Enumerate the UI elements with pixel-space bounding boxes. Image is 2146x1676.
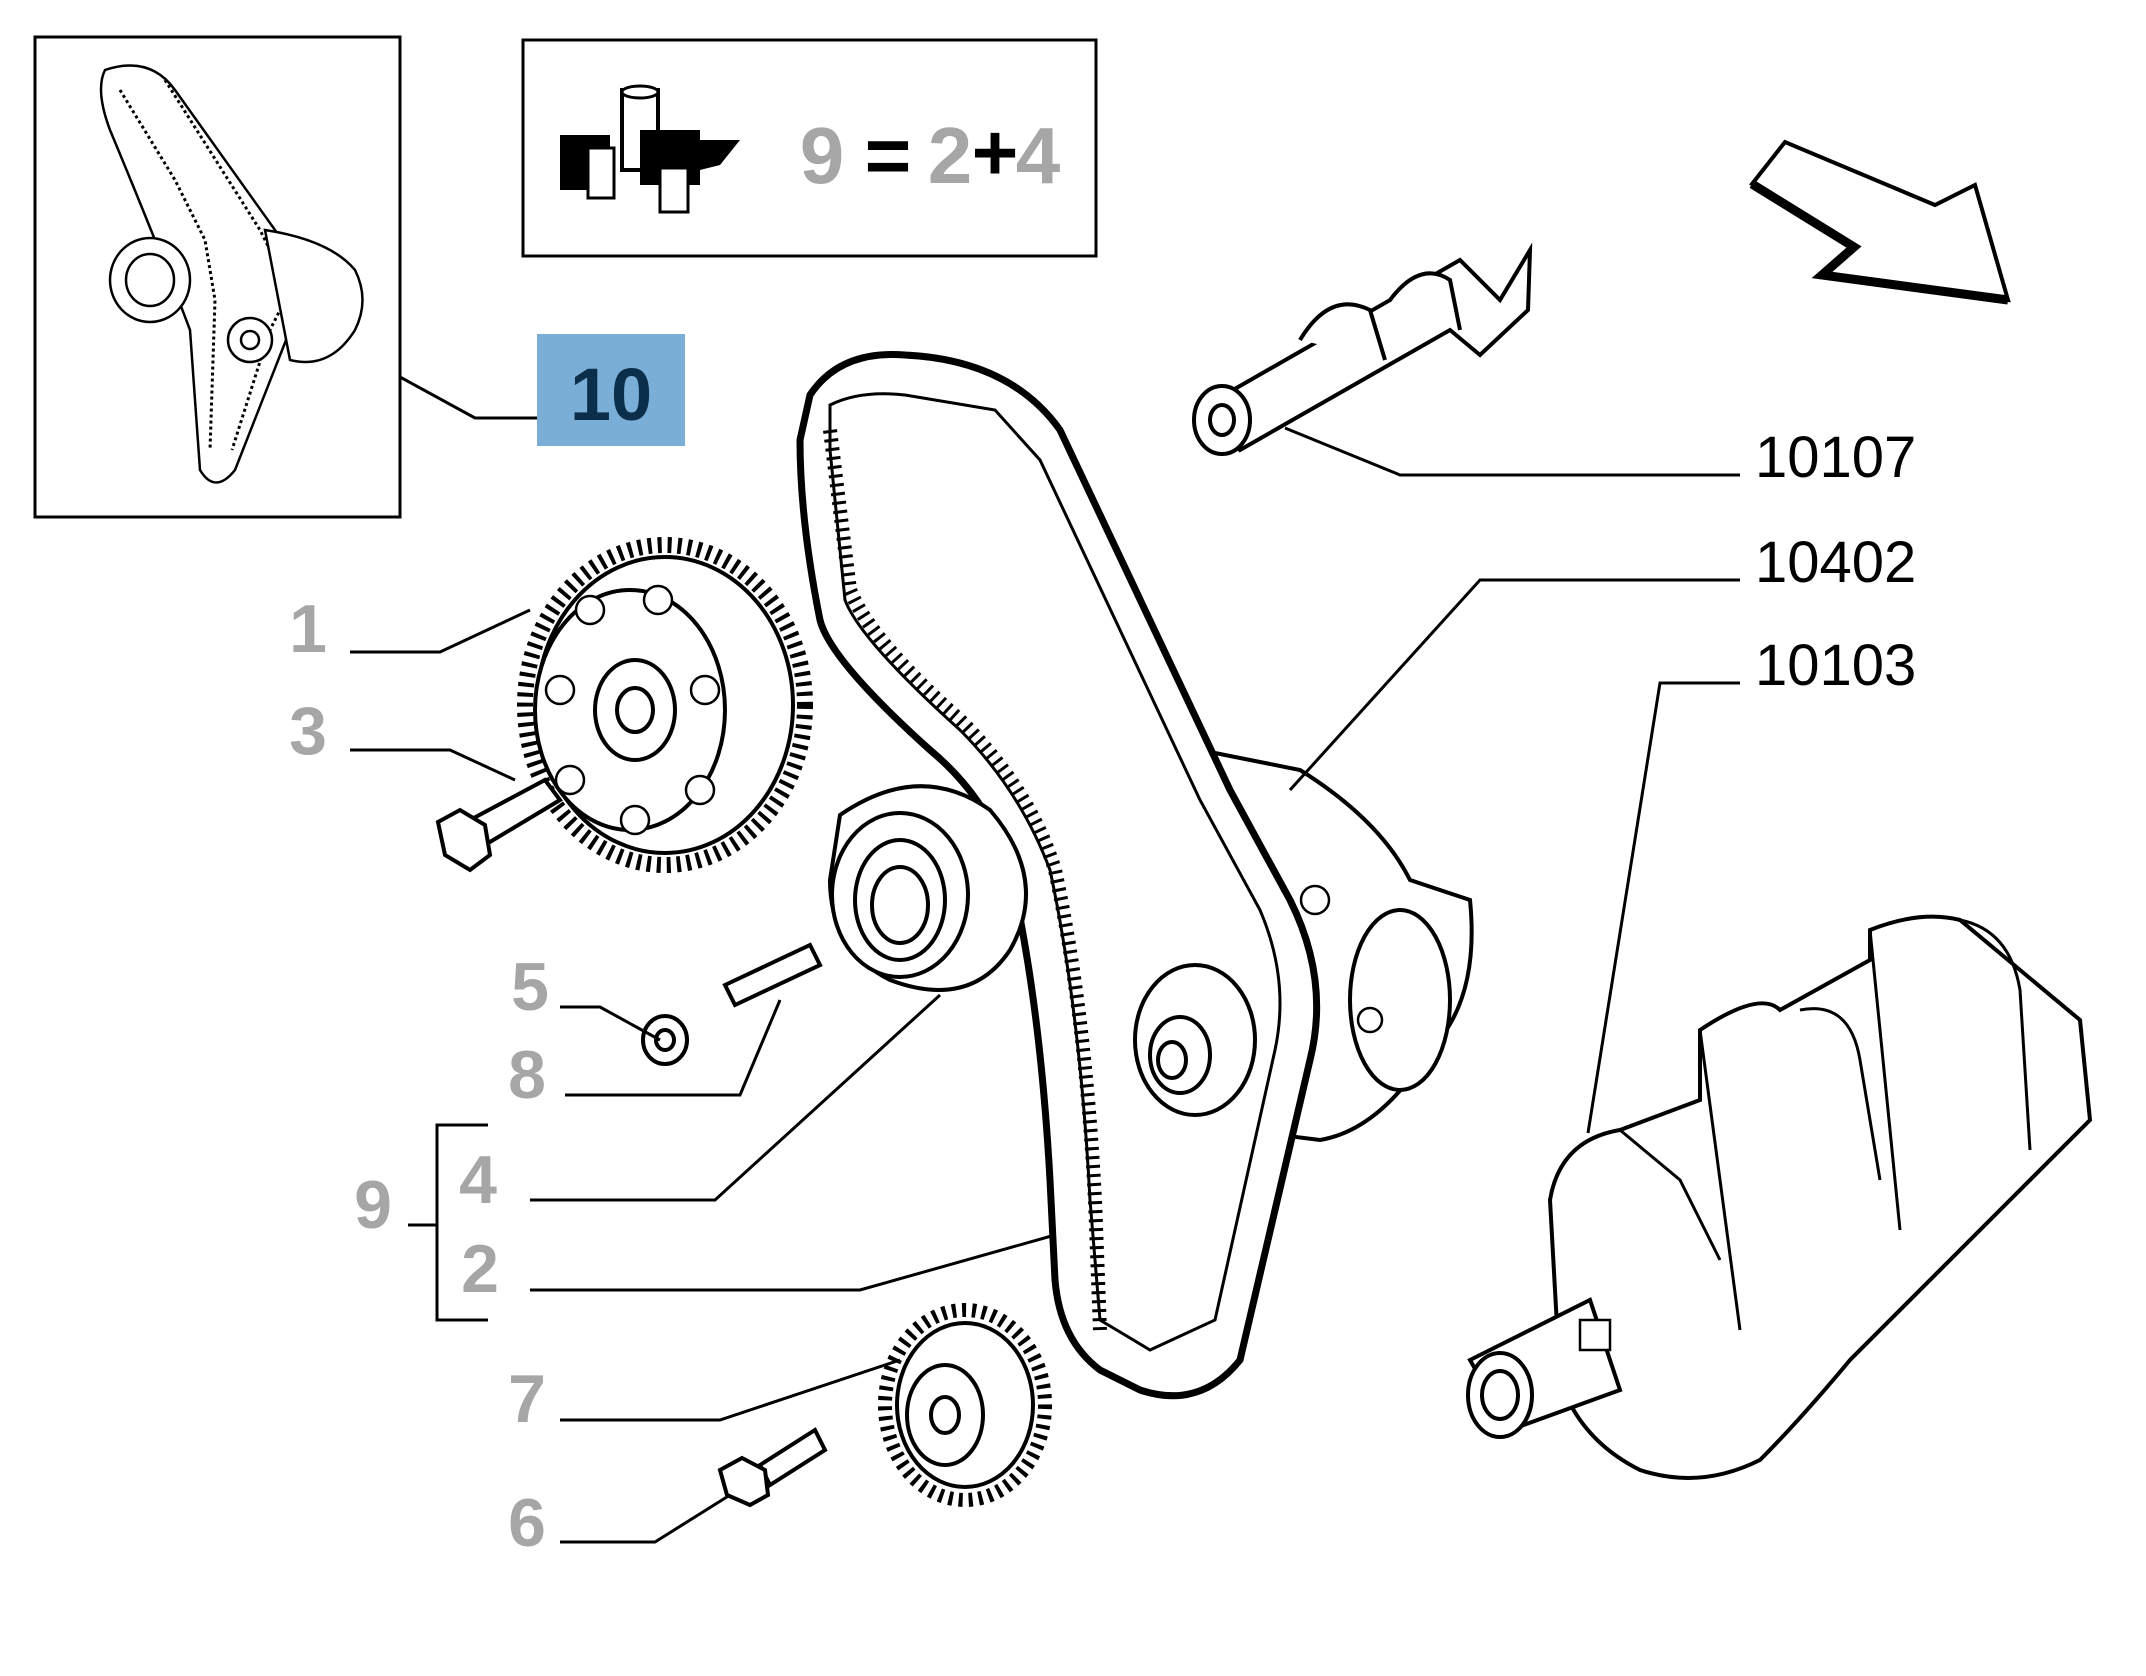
part-label-8: 8 [508,1037,546,1113]
crankshaft[interactable] [1466,914,2093,1480]
part-label-5: 5 [511,949,549,1025]
highlight-label-10[interactable]: 10 [537,334,685,446]
part-label-3: 3 [289,693,327,769]
part-label-7: 7 [508,1361,546,1437]
formula-plus: + [972,108,1019,197]
crankshaft-sprocket[interactable] [878,1303,1052,1507]
formula-equals: = [865,111,912,200]
part-label-4: 4 [459,1142,497,1218]
crank-sprocket-bolt[interactable] [717,1427,828,1508]
camshaft-sprocket[interactable] [517,537,813,873]
highlight-label-text: 10 [570,353,652,436]
ref-label-10402: 10402 [1755,530,1916,595]
formula-right-a: 2 [928,111,973,200]
sprocket-bolt[interactable] [435,777,563,873]
part-label-6: 6 [508,1485,546,1561]
formula-right-b: 4 [1016,111,1061,200]
kit-parts-icon [560,84,740,214]
timing-belt[interactable] [796,351,1321,1400]
belt-tensioner[interactable] [827,784,1028,992]
part-label-9: 9 [354,1167,392,1243]
water-pump-pulley [1133,963,1257,1117]
inset-thumbnail[interactable] [33,35,402,519]
ref-label-10103: 10103 [1755,633,1916,698]
formula-left: 9 [800,111,845,200]
camshaft[interactable] [1192,242,1533,456]
part-label-1: 1 [289,591,327,667]
stud[interactable] [722,942,823,1008]
nut[interactable] [641,1014,689,1066]
direction-arrow-icon [1749,139,2011,305]
ref-label-10107: 10107 [1755,425,1916,490]
part-label-2: 2 [461,1231,499,1307]
kit-legend-box: 9 = 2 + 4 [521,38,1098,258]
